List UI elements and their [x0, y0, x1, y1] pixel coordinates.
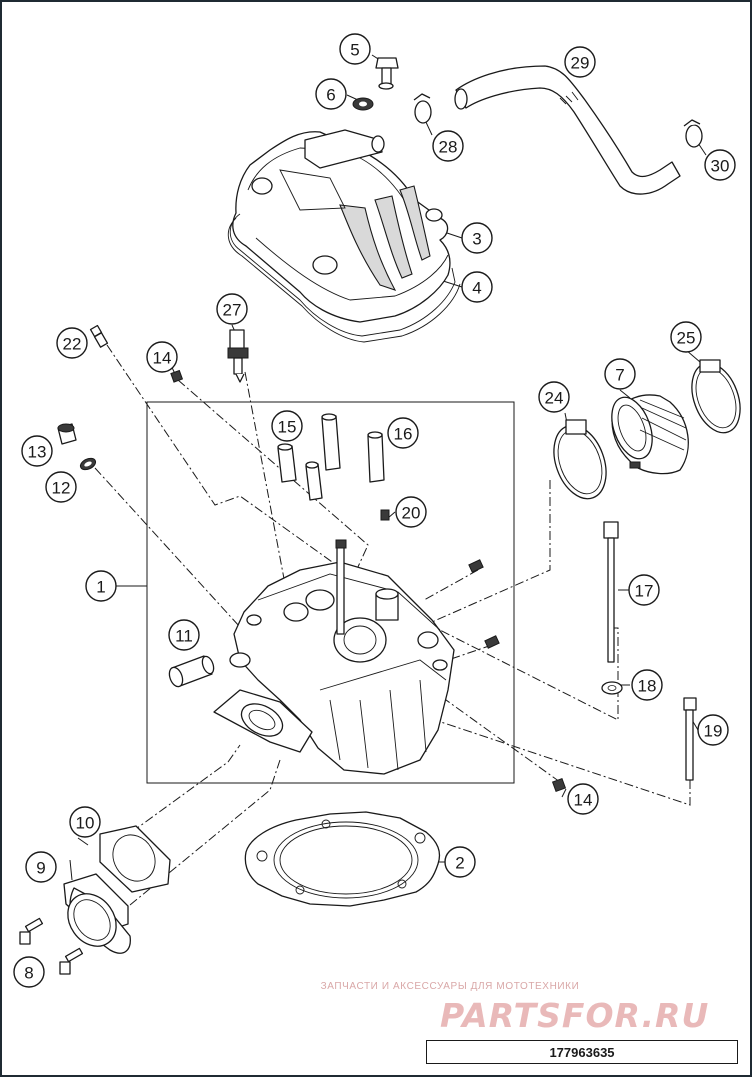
svg-text:4: 4: [472, 279, 481, 298]
callout-16: 16: [387, 417, 419, 449]
svg-text:12: 12: [52, 479, 71, 498]
head-bolt-short: [683, 697, 697, 781]
svg-text:14: 14: [574, 791, 593, 810]
callout-11: 11: [168, 619, 200, 651]
svg-text:17: 17: [635, 582, 654, 601]
svg-text:27: 27: [223, 301, 242, 320]
callout-5: 5: [339, 33, 371, 65]
callout-7: 7: [604, 358, 636, 390]
valve-cover: [232, 129, 451, 323]
intake-port: [213, 689, 313, 753]
head-bolt-long: [603, 521, 619, 663]
cylinder-head-gasket: [244, 811, 441, 907]
svg-text:13: 13: [28, 443, 47, 462]
plug-nozzle: [89, 324, 109, 348]
small-screw: [380, 509, 390, 521]
callout-28: 28: [432, 130, 464, 162]
svg-text:6: 6: [326, 86, 335, 105]
callout-24: 24: [538, 381, 570, 413]
svg-text:16: 16: [394, 425, 413, 444]
callout-9: 9: [25, 851, 57, 883]
svg-text:9: 9: [36, 859, 45, 878]
callout-10: 10: [69, 806, 101, 838]
screw-plug-lower: [551, 777, 567, 793]
sleeve: [168, 655, 215, 688]
intake-flange-gasket: [99, 825, 171, 893]
callout-13: 13: [21, 435, 53, 467]
svg-text:30: 30: [711, 157, 730, 176]
callout-2: 2: [444, 846, 476, 878]
svg-text:7: 7: [615, 366, 624, 385]
callout-19: 19: [697, 714, 729, 746]
callout-1: 1: [85, 570, 117, 602]
plug-o-ring: [79, 457, 97, 471]
cover-bolt: [375, 57, 399, 90]
svg-text:19: 19: [704, 722, 723, 741]
callout-22: 22: [56, 327, 88, 359]
svg-text:20: 20: [402, 504, 421, 523]
callout-18: 18: [631, 669, 663, 701]
callout-14-lower: 14: [567, 783, 599, 815]
valve-cover-gasket: [227, 213, 461, 343]
head-small-bolts: [468, 559, 500, 649]
callout-30: 30: [704, 149, 736, 181]
callout-8: 8: [13, 956, 45, 988]
hose-clamp-small-right: [683, 119, 703, 148]
watermark-logo: PARTSFOR.RU: [440, 996, 710, 1035]
callout-20: 20: [395, 496, 427, 528]
head-bolt-washer: [601, 681, 623, 695]
cover-bolt-washer: [352, 97, 374, 111]
cylinder-head: [233, 539, 455, 775]
svg-text:22: 22: [63, 335, 82, 354]
svg-text:18: 18: [638, 677, 657, 696]
valve-guides-exhaust: [321, 413, 385, 483]
flange-bolts: [19, 917, 84, 975]
svg-text:3: 3: [472, 230, 481, 249]
callout-3: 3: [461, 222, 493, 254]
svg-text:25: 25: [677, 329, 696, 348]
svg-text:24: 24: [545, 389, 564, 408]
callout-4: 4: [461, 271, 493, 303]
svg-text:2: 2: [455, 854, 464, 873]
screw-plug-upper: [170, 369, 184, 383]
svg-text:5: 5: [350, 41, 359, 60]
svg-text:10: 10: [76, 814, 95, 833]
intake-clamp-right: [691, 359, 741, 434]
intake-boot: [611, 394, 689, 475]
callout-17: 17: [628, 574, 660, 606]
callout-29: 29: [564, 46, 596, 78]
intake-clamp-left: [553, 419, 607, 500]
drawing-number: 177963635: [426, 1040, 738, 1064]
watermark-caption: ЗАПЧАСТИ И АКСЕССУАРЫ ДЛЯ МОТОТЕХНИКИ: [320, 981, 580, 992]
temperature-sensor: [227, 329, 249, 383]
svg-text:1: 1: [96, 578, 105, 597]
callout-14-upper: 14: [146, 341, 178, 373]
svg-text:14: 14: [153, 349, 172, 368]
intake-flange: [63, 873, 131, 954]
breather-hose: [454, 65, 681, 195]
svg-text:15: 15: [278, 418, 297, 437]
svg-text:8: 8: [24, 964, 33, 983]
svg-text:28: 28: [439, 138, 458, 157]
cylinder-head-assembly-box: [146, 401, 515, 784]
valve-guides-intake: [277, 443, 323, 501]
hose-clamp-small-left: [413, 93, 432, 124]
head-side-plug: [229, 652, 251, 668]
callout-12: 12: [45, 471, 77, 503]
callout-27: 27: [216, 293, 248, 325]
callout-25: 25: [670, 321, 702, 353]
callout-15: 15: [271, 410, 303, 442]
svg-text:29: 29: [571, 54, 590, 73]
plug-cap: [57, 423, 77, 445]
callout-6: 6: [315, 78, 347, 110]
svg-text:11: 11: [175, 627, 193, 646]
